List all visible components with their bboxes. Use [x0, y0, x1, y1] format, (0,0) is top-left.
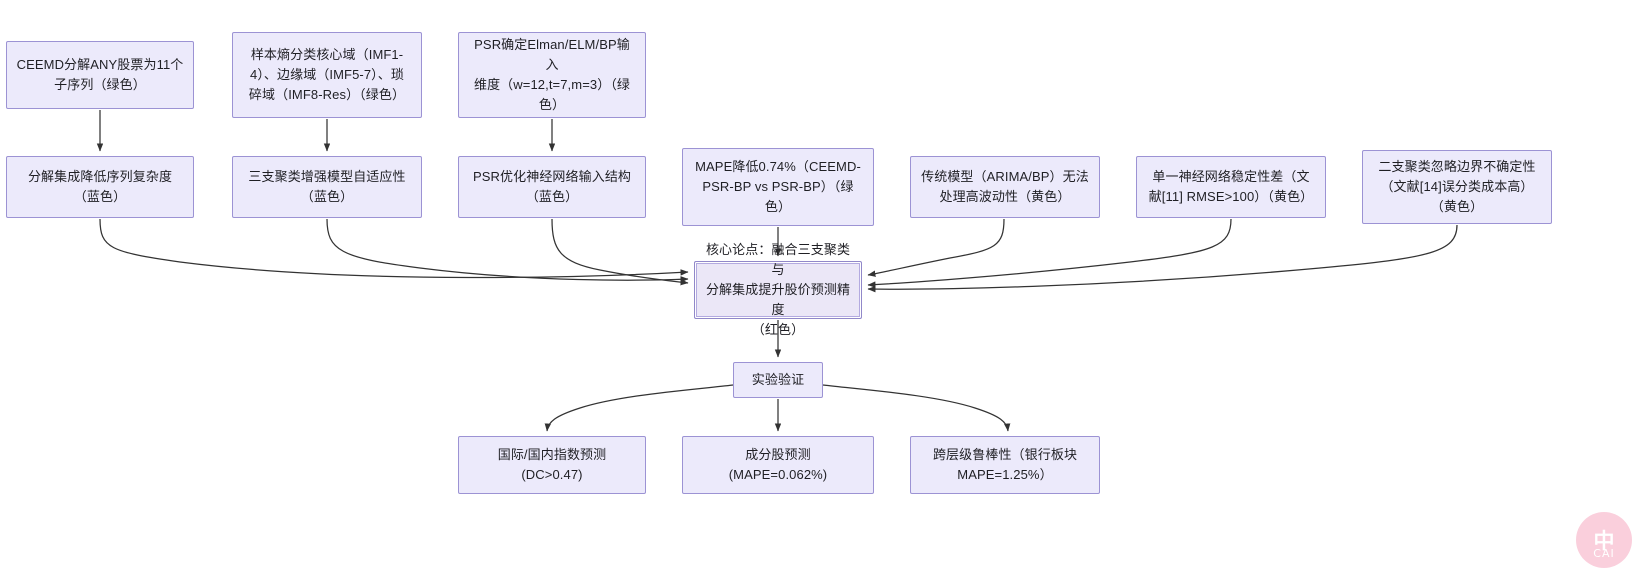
node-label: 二支聚类忽略边界不确定性 （文献[14]误分类成本高） （黄色）	[1378, 158, 1536, 215]
node-psr-input-dimension[interactable]: PSR确定Elman/ELM/BP输入 维度（w=12,t=7,m=3）（绿 色…	[458, 32, 646, 118]
node-traditional-model-limit[interactable]: 传统模型（ARIMA/BP）无法 处理高波动性（黄色）	[910, 156, 1100, 218]
node-psr-optimize-structure[interactable]: PSR优化神经网络输入结构 （蓝色）	[458, 156, 646, 218]
node-ceemd-decompose[interactable]: CEEMD分解ANY股票为11个 子序列（绿色）	[6, 41, 194, 109]
watermark-badge: 中 CAI	[1576, 512, 1632, 568]
node-single-nn-instability[interactable]: 单一神经网络稳定性差（文 献[11] RMSE>100）（黄色）	[1136, 156, 1326, 218]
node-core-thesis[interactable]: 核心论点：融合三支聚类与 分解集成提升股价预测精度 （红色）	[694, 242, 862, 337]
node-label: 成分股预测 (MAPE=0.062%)	[728, 446, 828, 482]
edge-n8-core	[867, 218, 1005, 277]
node-result-index-prediction[interactable]: 国际/国内指数预测 (DC>0.47)	[458, 436, 646, 494]
edge-n5-core	[326, 218, 689, 283]
node-result-constituent-stock[interactable]: 成分股预测 (MAPE=0.062%)	[682, 436, 874, 494]
node-experiment-validation[interactable]: 实验验证	[733, 362, 823, 398]
node-label: 样本熵分类核心域（IMF1- 4）、边缘域（IMF5-7）、琐 碎域（IMF8-…	[248, 46, 406, 103]
node-label: 三支聚类增强模型自适应性 （蓝色）	[248, 168, 406, 204]
node-label: 分解集成降低序列复杂度 （蓝色）	[27, 168, 173, 204]
watermark-subtext: CAI	[1593, 547, 1615, 560]
node-label: 传统模型（ARIMA/BP）无法 处理高波动性（黄色）	[921, 168, 1089, 204]
node-label: 国际/国内指数预测 (DC>0.47)	[497, 446, 607, 482]
edge-exp-r1	[544, 384, 734, 432]
node-three-way-clustering-adaptivity[interactable]: 三支聚类增强模型自适应性 （蓝色）	[232, 156, 422, 218]
node-result-cross-level-robustness[interactable]: 跨层级鲁棒性（银行板块 MAPE=1.25%）	[910, 436, 1100, 494]
node-decompose-reduce-complexity[interactable]: 分解集成降低序列复杂度 （蓝色）	[6, 156, 194, 218]
node-sample-entropy-classification[interactable]: 样本熵分类核心域（IMF1- 4）、边缘域（IMF5-7）、琐 碎域（IMF8-…	[232, 32, 422, 118]
node-mape-reduction[interactable]: MAPE降低0.74%（CEEMD- PSR-BP vs PSR-BP）（绿 色…	[682, 148, 874, 226]
node-two-way-clustering-limit[interactable]: 二支聚类忽略边界不确定性 （文献[14]误分类成本高） （黄色）	[1362, 150, 1552, 224]
node-label: 跨层级鲁棒性（银行板块 MAPE=1.25%）	[932, 446, 1078, 482]
edge-exp-r3	[822, 384, 1011, 432]
edge-n6-core	[551, 218, 689, 286]
edge-n4-core	[99, 218, 689, 279]
watermark-glyph: 中	[1593, 529, 1615, 553]
node-label: PSR确定Elman/ELM/BP输入 维度（w=12,t=7,m=3）（绿 色…	[473, 36, 631, 113]
edge-n10-core	[867, 224, 1458, 293]
edge-n9-core	[867, 218, 1232, 288]
node-label: PSR优化神经网络输入结构 （蓝色）	[472, 168, 632, 204]
node-label: 实验验证	[751, 371, 805, 387]
node-label: 核心论点：融合三支聚类与 分解集成提升股价预测精度 （红色）	[705, 241, 851, 338]
node-label: 单一神经网络稳定性差（文 献[11] RMSE>100）（黄色）	[1148, 168, 1314, 204]
node-label: CEEMD分解ANY股票为11个 子序列（绿色）	[16, 56, 184, 92]
node-label: MAPE降低0.74%（CEEMD- PSR-BP vs PSR-BP）（绿 色…	[695, 158, 861, 215]
